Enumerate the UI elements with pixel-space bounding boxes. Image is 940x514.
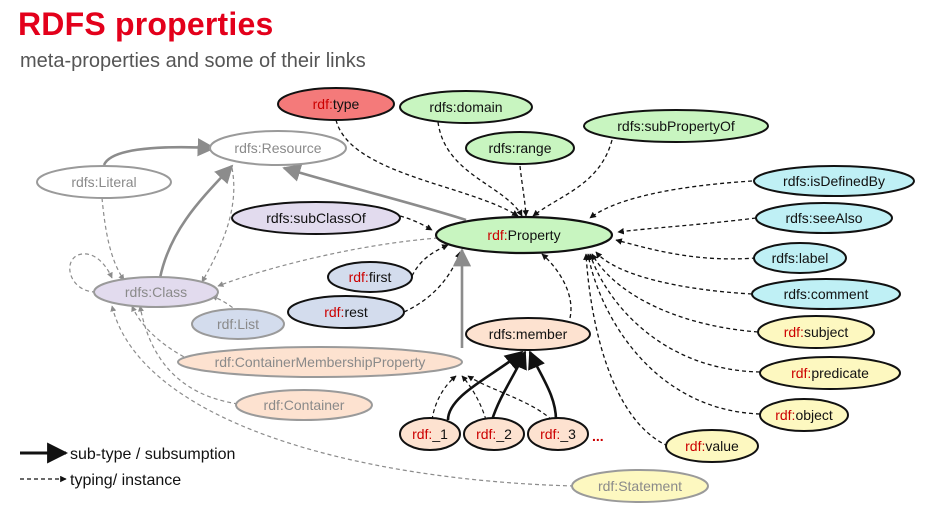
- node-rdfs-subclassof[interactable]: rdfs:subClassOf: [231, 201, 401, 235]
- svg-text:rdfs:isDefinedBy: rdfs:isDefinedBy: [783, 173, 885, 189]
- edge-member-property: [541, 253, 572, 319]
- member-ellipsis: ...: [592, 428, 604, 444]
- edge-range-property: [519, 165, 529, 217]
- svg-text:rdf:Statement: rdf:Statement: [598, 478, 682, 494]
- edge-seealso-property: [617, 217, 757, 235]
- svg-text:rdf:value: rdf:value: [685, 438, 739, 454]
- svg-text:rdfs:Resource: rdfs:Resource: [234, 140, 321, 156]
- node-rdf-statement[interactable]: rdf:Statement: [571, 469, 709, 503]
- edge-cmp-type-class: [131, 305, 191, 361]
- edge-label-property: [615, 238, 757, 260]
- node-rdfs-literal[interactable]: rdfs:Literal: [36, 165, 172, 199]
- svg-text:rdf:ContainerMembershipPropert: rdf:ContainerMembershipProperty: [215, 354, 426, 370]
- svg-text:rdfs:Class: rdfs:Class: [125, 284, 187, 300]
- edge-predicate-property: [588, 253, 761, 373]
- svg-text:rdf:Property: rdf:Property: [487, 227, 560, 243]
- svg-text:rdf:Container: rdf:Container: [264, 397, 345, 413]
- svg-text:rdf:_1: rdf:_1: [412, 426, 448, 442]
- svg-text:rdf:first: rdf:first: [349, 269, 392, 285]
- node-rdf-containermembershipproperty[interactable]: rdf:ContainerMembershipProperty: [177, 346, 463, 378]
- node-rdfs-label[interactable]: rdfs:label: [753, 242, 847, 274]
- edge-type-property: [335, 119, 519, 217]
- node-rdfs-range[interactable]: rdfs:range: [465, 131, 575, 165]
- svg-text:rdf:type: rdf:type: [313, 96, 360, 112]
- edge-subpropertyof-property: [532, 139, 613, 217]
- edge-literal-subclass-resource: [102, 138, 216, 166]
- edge-literal-type-class: [101, 197, 125, 281]
- edge-m2-type-cmp: [461, 375, 487, 421]
- edge-subject-property: [591, 253, 759, 333]
- edge-domain-property: [437, 121, 523, 217]
- edge-m1-type-cmp: [431, 375, 457, 421]
- edge-isdefinedby-property: [589, 180, 753, 219]
- edge-m3-subproperty-member: [528, 350, 558, 421]
- svg-text:rdfs:subPropertyOf: rdfs:subPropertyOf: [617, 118, 735, 134]
- node-rdfs-resource[interactable]: rdfs:Resource: [209, 130, 347, 166]
- edge-m2-subproperty-member: [490, 350, 527, 421]
- edge-value-property: [583, 253, 669, 447]
- svg-text:rdf:_3: rdf:_3: [540, 426, 576, 442]
- svg-text:rdf:_2: rdf:_2: [476, 426, 512, 442]
- svg-text:rdf:object: rdf:object: [775, 407, 833, 423]
- node-rdf-object[interactable]: rdf:object: [759, 398, 849, 432]
- svg-text:rdfs:range: rdfs:range: [488, 140, 551, 156]
- edge-subclassof-property: [399, 215, 433, 231]
- page-subtitle: meta-properties and some of their links: [20, 50, 366, 72]
- node-rdfs-isdefinedby[interactable]: rdfs:isDefinedBy: [753, 165, 915, 197]
- node-rdf-first[interactable]: rdf:first: [327, 261, 413, 293]
- edge-property-subclass-resource: [282, 164, 467, 222]
- node-rdf-subject[interactable]: rdf:subject: [757, 315, 875, 349]
- svg-text:rdfs:member: rdfs:member: [489, 326, 568, 342]
- svg-text:rdfs:comment: rdfs:comment: [784, 286, 869, 302]
- legend: sub-type / subsumption typing/ instance: [20, 442, 235, 489]
- edge-statement-type-class: [110, 305, 575, 487]
- edge-class-self-type: [69, 253, 113, 293]
- edge-property-type-class: [217, 237, 439, 287]
- svg-text:rdf:predicate: rdf:predicate: [791, 365, 869, 381]
- node-rdfs-member[interactable]: rdfs:member: [465, 317, 591, 351]
- node-rdf-predicate[interactable]: rdf:predicate: [759, 356, 901, 390]
- edge-first-property: [411, 244, 449, 277]
- node-rdf-3[interactable]: rdf:_3: [527, 417, 589, 451]
- node-rdf-2[interactable]: rdf:_2: [463, 417, 525, 451]
- edge-class-subclass-resource: [158, 164, 234, 279]
- svg-text:rdfs:label: rdfs:label: [772, 250, 829, 266]
- node-rdfs-comment[interactable]: rdfs:comment: [751, 278, 901, 310]
- node-rdf-1[interactable]: rdf:_1: [399, 417, 461, 451]
- svg-text:rdfs:Literal: rdfs:Literal: [71, 174, 136, 190]
- node-rdf-list[interactable]: rdf:List: [191, 308, 285, 340]
- node-rdf-rest[interactable]: rdf:rest: [287, 295, 405, 329]
- edge-rest-property: [403, 251, 462, 313]
- svg-text:rdfs:domain: rdfs:domain: [429, 99, 502, 115]
- page-title: RDFS properties: [18, 6, 274, 42]
- svg-text:rdf:rest: rdf:rest: [324, 304, 368, 320]
- node-rdf-property[interactable]: rdf:Property: [434, 215, 614, 255]
- node-rdfs-subpropertyof[interactable]: rdfs:subPropertyOf: [583, 109, 769, 143]
- edges: [69, 119, 761, 487]
- svg-text:rdfs:seeAlso: rdfs:seeAlso: [785, 210, 862, 226]
- svg-text:rdf:List: rdf:List: [217, 316, 259, 332]
- node-rdfs-class[interactable]: rdfs:Class: [93, 276, 219, 308]
- node-rdfs-seealso[interactable]: rdfs:seeAlso: [755, 202, 893, 234]
- node-rdf-type[interactable]: rdf:type: [277, 87, 395, 121]
- node-rdfs-domain[interactable]: rdfs:domain: [399, 90, 533, 124]
- edge-comment-property: [595, 251, 753, 295]
- edge-resource-type-class: [201, 167, 235, 283]
- legend-typing-label: typing/ instance: [70, 472, 181, 489]
- node-rdf-value[interactable]: rdf:value: [665, 429, 759, 463]
- legend-subtype-label: sub-type / subsumption: [70, 446, 235, 463]
- edge-object-property: [585, 253, 761, 415]
- node-rdf-container[interactable]: rdf:Container: [235, 389, 373, 421]
- svg-text:rdf:subject: rdf:subject: [784, 324, 849, 340]
- svg-text:rdfs:subClassOf: rdfs:subClassOf: [266, 210, 366, 226]
- edge-m3-type-cmp: [467, 375, 553, 421]
